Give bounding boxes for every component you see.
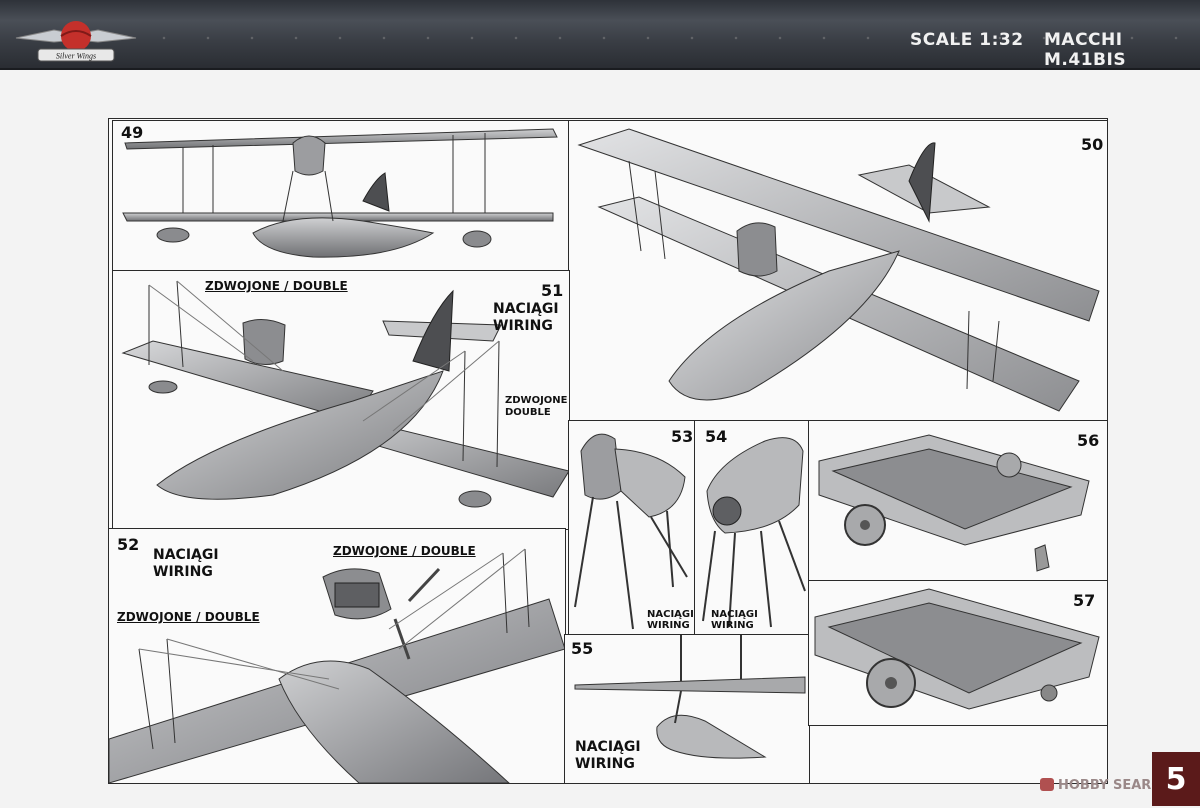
wiring-label-pl: NACIĄGI (493, 301, 559, 317)
double-wire-label: ZDWOJONE / DOUBLE (333, 544, 476, 558)
wiring-label-pl: NACIĄGI (711, 609, 758, 620)
page-number: 5 (1152, 752, 1200, 806)
watermark: HOBBY SEARCH (1040, 778, 1172, 793)
step-56-drawing (818, 434, 1090, 572)
step-50-drawing (577, 128, 1100, 412)
model-title: MACCHI M.41BIS (1044, 30, 1127, 70)
step-number: 57 (1073, 591, 1096, 610)
double-label-pl: ZDWOJONE (505, 395, 568, 406)
step-53-drawing (574, 433, 688, 630)
double-wire-label: ZDWOJONE / DOUBLE (117, 610, 260, 624)
wiring-label-pl: NACIĄGI (575, 739, 641, 755)
step-51-drawing (121, 280, 569, 508)
step-number: 52 (117, 535, 140, 554)
step-49-panel: 49 (112, 120, 570, 272)
step-number: 51 (541, 281, 564, 300)
wiring-label-en: WIRING (493, 318, 553, 334)
step-55-drawing (574, 635, 806, 759)
step-number: 53 (671, 427, 694, 446)
step-57-drawing (814, 588, 1100, 710)
silver-wings-logo: Silver Wings (15, 21, 137, 62)
step-54-panel: 54 NACIĄGI WIRING (694, 420, 810, 636)
double-wire-label: ZDWOJONE / DOUBLE (205, 279, 348, 293)
wiring-label-en: WIRING (647, 620, 690, 631)
step-number: 56 (1077, 431, 1100, 450)
step-55-panel: 55 NACIĄGI WIRING (564, 634, 810, 784)
step-number: 50 (1081, 135, 1104, 154)
brand-text: Silver Wings (56, 52, 96, 61)
step-49-drawing (122, 128, 558, 258)
wiring-label-en: WIRING (575, 756, 635, 772)
step-number: 49 (121, 123, 144, 142)
step-57-panel: 57 (808, 580, 1108, 726)
step-52-drawing (109, 548, 565, 783)
step-54-drawing (702, 437, 806, 628)
step-number: 55 (571, 639, 594, 658)
wiring-label-pl: NACIĄGI (647, 609, 694, 620)
wiring-label-en: WIRING (153, 564, 213, 580)
wiring-label-en: WIRING (711, 620, 754, 631)
header-bar: Silver Wings SCALE 1:32 MACCHI M.41BIS (0, 0, 1200, 70)
double-label-en: DOUBLE (505, 407, 551, 418)
scale-label: SCALE 1:32 (910, 30, 1024, 50)
step-50-panel: 50 (568, 120, 1108, 422)
step-52-panel: 52 NACIĄGI WIRING ZDWOJONE / DOUBLE ZDWO… (108, 528, 566, 784)
step-51-panel: 51 ZDWOJONE / DOUBLE NACIĄGI WIRING ZDWO… (112, 270, 570, 530)
hobby-search-icon (1040, 778, 1054, 791)
step-number: 54 (705, 427, 728, 446)
step-53-panel: 53 NACIĄGI WIRING (568, 420, 696, 636)
wiring-label-pl: NACIĄGI (153, 547, 219, 563)
step-56-panel: 56 (808, 420, 1108, 582)
